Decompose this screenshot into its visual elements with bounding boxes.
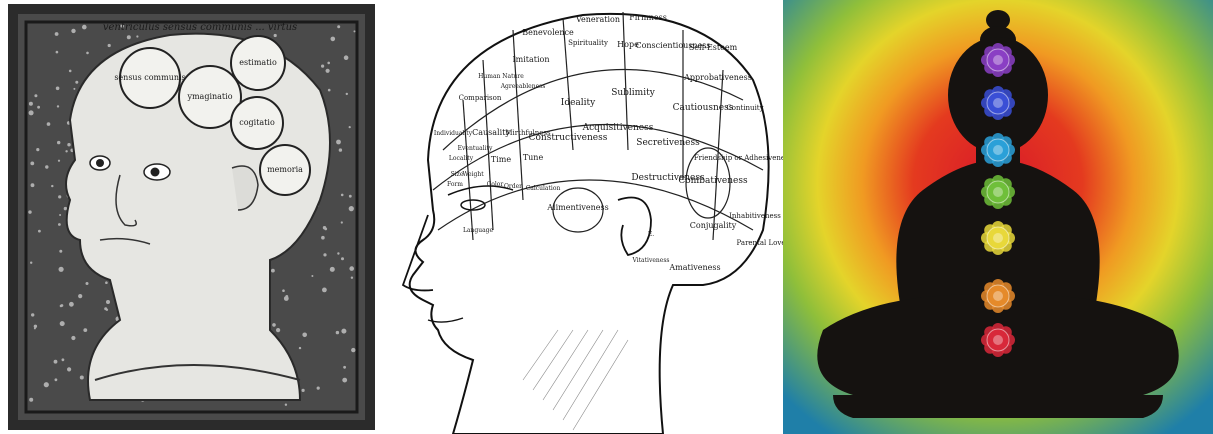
faculty-label: Individuality <box>434 130 473 137</box>
chakra-4 <box>981 175 1015 209</box>
faculty-label: Veneration <box>575 15 620 24</box>
faculty-label: Order <box>504 183 522 190</box>
faculty-label: Time <box>491 155 511 164</box>
faculty-label: Agreeableness <box>500 83 546 90</box>
inscription-circle1: sensus communis <box>114 73 185 82</box>
chakra-2 <box>981 86 1015 120</box>
medieval-head-illustration: sensus communis ymaginatio estimatio cog… <box>0 0 383 434</box>
phrenology-illustration: Veneration FirmnessBenevolenceSpiritualit… <box>383 0 783 434</box>
faculty-label: Comparison <box>459 94 502 102</box>
inscription-circle3: estimatio <box>239 58 277 67</box>
faculty-label: Vitativeness <box>632 257 670 264</box>
faculty-label: Sublimity <box>611 88 656 98</box>
faculty-label: Locality <box>449 155 474 162</box>
faculty-label: Language <box>463 227 494 234</box>
faculty-label: Firmness <box>629 13 667 22</box>
faculty-label: Imitation <box>512 55 549 64</box>
faculty-label: Combativeness <box>678 176 748 186</box>
chakra-illustration <box>783 0 1213 434</box>
inscription-arc: ventriculus sensus communis ... virtus <box>103 22 297 33</box>
faculty-label: Eventuality <box>458 145 493 152</box>
faculty-label: Weight <box>462 171 484 178</box>
faculty-label: Tune <box>523 153 544 162</box>
inscription-circle2: ymaginatio <box>186 92 232 101</box>
faculty-label: Secretiveness <box>636 138 700 148</box>
faculty-label: Cautiousness <box>673 103 734 113</box>
faculty-label: Form <box>447 181 463 188</box>
chakra-7 <box>981 323 1015 357</box>
faculty-label: Amativeness <box>668 263 720 272</box>
inscription-circle5: memoria <box>267 165 303 174</box>
chakra-3 <box>981 133 1015 167</box>
faculty-label: Color <box>487 181 504 188</box>
faculty-label: Acquisitiveness <box>582 123 654 133</box>
faculty-label: Spirituality <box>568 39 608 47</box>
faculty-label: Approbativeness <box>683 73 752 82</box>
faculty-label: Benevolence <box>522 28 574 37</box>
faculty-label: Alimentiveness <box>546 203 609 212</box>
faculty-label: Self-Esteem <box>689 43 738 52</box>
faculty-label: Parental Love <box>737 239 783 247</box>
chakra-panel <box>783 0 1213 434</box>
faculty-label: Conjugality <box>690 221 737 230</box>
medieval-head-panel: sensus communis ymaginatio estimatio cog… <box>0 0 383 434</box>
faculty-label: Human Nature <box>478 73 524 80</box>
chakra-1 <box>981 43 1015 77</box>
faculty-label: Constructiveness <box>529 133 608 143</box>
faculty-label: Ideality <box>561 98 596 108</box>
faculty-label: Calculation <box>526 185 561 192</box>
inscription-circle4: cogitatio <box>239 118 275 127</box>
faculty-label: E. <box>648 231 654 238</box>
faculty-label: Friendship or Adhesiveness <box>694 154 783 162</box>
faculty-label: Inhabitiveness <box>729 212 781 220</box>
chakra-5 <box>981 221 1015 255</box>
chakra-6 <box>981 279 1015 313</box>
